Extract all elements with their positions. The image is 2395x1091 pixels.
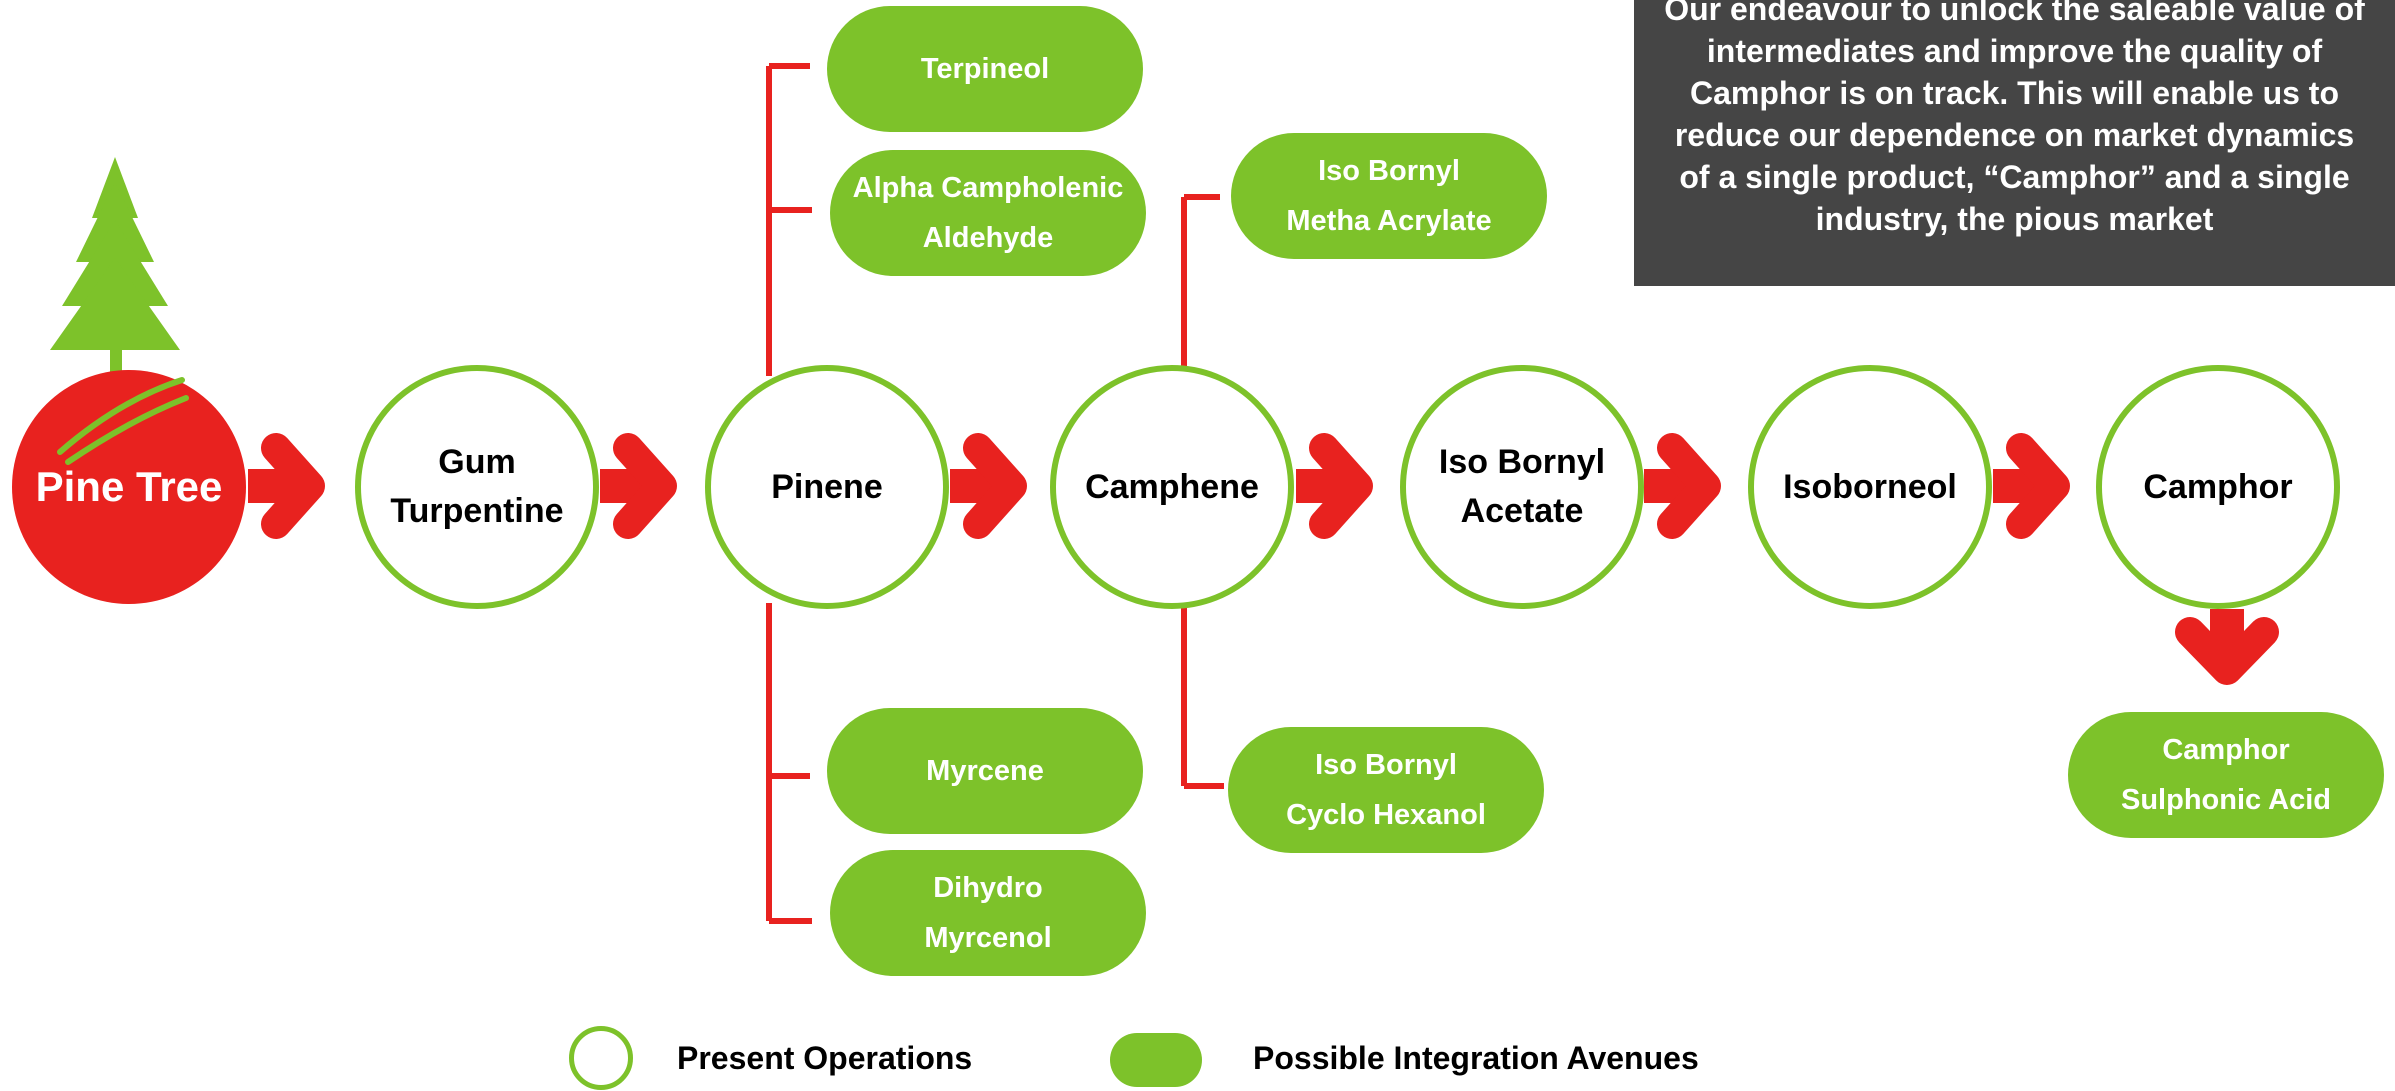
camphene-upper-bracket bbox=[1181, 194, 1220, 376]
gum-turpentine-line2: Turpentine bbox=[390, 492, 564, 530]
alpha-campholenic-aldehyde-pill: Alpha Campholenic Aldehyde bbox=[830, 150, 1146, 276]
flow-arrow-down bbox=[2175, 609, 2279, 685]
dihydro-myrcenol-line1: Dihydro bbox=[933, 872, 1043, 904]
camphene-line1: Camphene bbox=[1085, 467, 1259, 506]
callout-box: Our endeavour to unlock the saleable val… bbox=[1634, 0, 2395, 286]
legend-possible-swatch bbox=[1110, 1033, 1202, 1087]
pine-tree-node: Pine Tree bbox=[12, 370, 246, 604]
iso-bornyl-acetate-line2: Acetate bbox=[1460, 492, 1584, 530]
terpineol-line1: Terpineol bbox=[920, 53, 1050, 85]
camphene-lower-bracket bbox=[1181, 603, 1224, 789]
camphene-node: Camphene bbox=[1050, 365, 1294, 609]
flow-arrow-6 bbox=[1993, 448, 2055, 524]
iso-bornyl-metha-acrylate-line2: Metha Acrylate bbox=[1286, 205, 1492, 237]
iso-bornyl-cyclo-hexanol-pill: Iso Bornyl Cyclo Hexanol bbox=[1228, 727, 1544, 853]
iso-bornyl-acetate-node: Iso Bornyl Acetate bbox=[1400, 365, 1644, 609]
flow-arrow-1 bbox=[248, 448, 310, 524]
iso-bornyl-metha-acrylate-pill: Iso Bornyl Metha Acrylate bbox=[1231, 133, 1547, 259]
isoborneol-line1: Isoborneol bbox=[1783, 467, 1957, 506]
alpha-campholenic-line1: Alpha Campholenic bbox=[852, 172, 1124, 204]
gum-turpentine-line1: Gum bbox=[438, 443, 516, 481]
pinene-line1: Pinene bbox=[771, 467, 883, 506]
callout-line1: Our endeavour to unlock the saleable val… bbox=[1664, 0, 2365, 27]
myrcene-pill: Myrcene bbox=[827, 708, 1143, 834]
flow-arrow-2 bbox=[600, 448, 662, 524]
camphor-sulphonic-acid-line1: Camphor bbox=[2162, 734, 2290, 766]
camphor-line1: Camphor bbox=[2143, 467, 2293, 506]
terpineol-pill: Terpineol bbox=[827, 6, 1143, 132]
legend-present-label: Present Operations bbox=[677, 1040, 973, 1076]
myrcene-line1: Myrcene bbox=[926, 755, 1044, 787]
iso-bornyl-acetate-line1: Iso Bornyl bbox=[1438, 443, 1606, 481]
callout-line5: of a single product, “Camphor” and a sin… bbox=[1679, 159, 2350, 195]
dihydro-myrcenol-pill: Dihydro Myrcenol bbox=[830, 850, 1146, 976]
alpha-campholenic-line2: Aldehyde bbox=[922, 222, 1054, 254]
pinene-lower-bracket bbox=[766, 603, 812, 924]
flow-arrow-4 bbox=[1296, 448, 1358, 524]
dihydro-myrcenol-line2: Myrcenol bbox=[924, 922, 1052, 954]
iso-bornyl-cyclo-hexanol-line2: Cyclo Hexanol bbox=[1286, 799, 1486, 831]
iso-bornyl-metha-acrylate-line1: Iso Bornyl bbox=[1318, 155, 1460, 187]
isoborneol-node: Isoborneol bbox=[1748, 365, 1992, 609]
callout-line2: intermediates and improve the quality of bbox=[1706, 33, 2323, 69]
camphor-sulphonic-acid-line2: Sulphonic Acid bbox=[2121, 784, 2331, 816]
iso-bornyl-cyclo-hexanol-line1: Iso Bornyl bbox=[1315, 749, 1457, 781]
gum-turpentine-node: Gum Turpentine bbox=[355, 365, 599, 609]
pinene-node: Pinene bbox=[705, 365, 949, 609]
flow-arrow-5 bbox=[1644, 448, 1706, 524]
callout-line3: Camphor is on track. This will enable us… bbox=[1689, 75, 2339, 111]
callout-line4: reduce our dependence on market dynamics bbox=[1674, 117, 2355, 153]
flow-arrow-3 bbox=[950, 448, 1012, 524]
legend-present-swatch bbox=[569, 1026, 633, 1090]
pine-tree-label: Pine Tree bbox=[35, 463, 223, 510]
pinene-upper-bracket bbox=[766, 63, 812, 376]
camphor-node: Camphor bbox=[2096, 365, 2340, 609]
legend-possible-label: Possible Integration Avenues bbox=[1253, 1040, 1699, 1076]
camphor-sulphonic-acid-pill: Camphor Sulphonic Acid bbox=[2068, 712, 2384, 838]
callout-line6: industry, the pious market bbox=[1815, 201, 2214, 237]
